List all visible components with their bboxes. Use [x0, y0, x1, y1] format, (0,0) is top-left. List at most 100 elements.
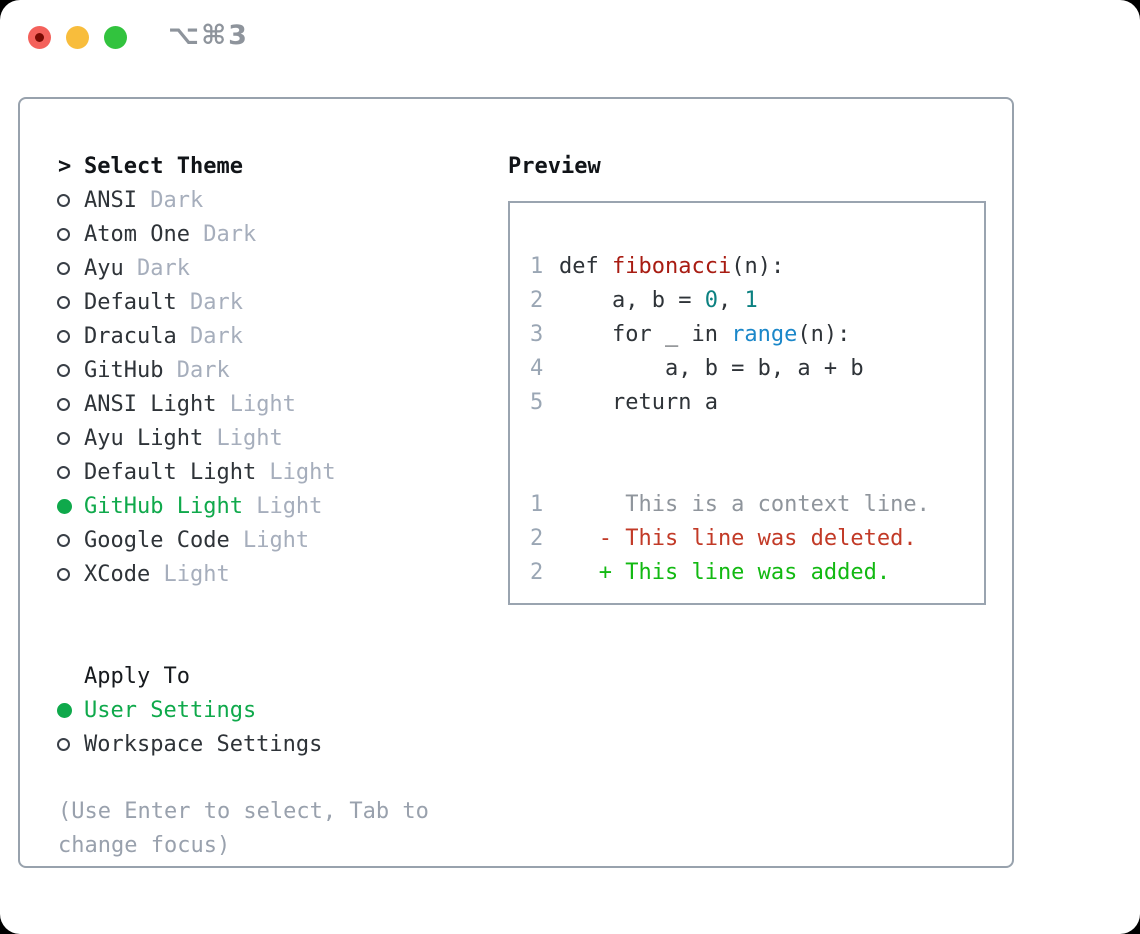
zoom-button[interactable] — [104, 26, 127, 49]
apply-to-name: User Settings — [84, 697, 257, 723]
diff-deleted-text: - This line was deleted. — [559, 525, 917, 551]
theme-name: ANSI Light — [84, 391, 217, 417]
token-plain: (n): — [731, 253, 785, 279]
radio-unselected-icon — [57, 193, 70, 207]
traffic-lights — [28, 26, 127, 49]
theme-name: GitHub — [84, 357, 164, 383]
radio-cell — [57, 465, 84, 479]
radio-cell — [57, 227, 84, 241]
theme-variant-badge: Light — [203, 425, 283, 451]
theme-option[interactable]: Ayu Dark — [57, 251, 488, 285]
diff-line: 2 + This line was added. — [530, 555, 984, 589]
token-builtin: range — [731, 321, 798, 347]
theme-name: Dracula — [84, 323, 177, 349]
theme-name: Google Code — [84, 527, 230, 553]
theme-variant-badge: Dark — [189, 221, 257, 247]
cursor-prefix: > — [58, 153, 72, 179]
theme-option[interactable]: Dracula Dark — [57, 319, 488, 353]
radio-cell — [57, 397, 84, 411]
theme-option[interactable]: Default Dark — [57, 285, 488, 319]
radio-cell — [57, 295, 84, 309]
radio-cell — [57, 431, 84, 445]
theme-name: ANSI — [84, 187, 137, 213]
theme-option[interactable]: GitHub Dark — [57, 353, 488, 387]
close-dot-icon — [35, 33, 44, 42]
code-content: return a — [559, 390, 718, 415]
theme-variant-badge: Light — [242, 493, 323, 519]
line-number: 2 — [530, 287, 544, 313]
apply-to-header: Apply To — [58, 659, 488, 693]
radio-unselected-icon — [57, 295, 70, 309]
code-line: 2 a, b = 0, 1 — [530, 283, 984, 317]
token-plain: (n): — [797, 321, 851, 347]
radio-cell — [57, 567, 84, 581]
radio-cell — [57, 533, 84, 547]
theme-option[interactable]: ANSI Dark — [57, 183, 488, 217]
theme-option[interactable]: GitHub Light Light — [57, 489, 488, 523]
window-shortcut-label: ⌥⌘3 — [168, 20, 249, 51]
radio-selected-icon — [57, 702, 72, 718]
theme-name: Ayu Light — [84, 425, 204, 451]
theme-variant-badge: Light — [229, 527, 310, 553]
theme-name: XCode — [84, 561, 151, 587]
apply-to-name: Workspace Settings — [84, 731, 323, 757]
radio-cell — [57, 193, 84, 207]
radio-unselected-icon — [57, 363, 70, 377]
token-plain: , — [717, 287, 745, 313]
theme-variant-badge: Dark — [123, 255, 190, 281]
code-line: 4 a, b = b, a + b — [530, 351, 984, 385]
theme-option[interactable]: Atom One Dark — [57, 217, 488, 251]
theme-option[interactable]: XCode Light — [57, 557, 488, 591]
theme-variant-badge: Dark — [176, 323, 243, 349]
token-function: fibonacci — [611, 253, 732, 279]
help-text: (Use Enter to select, Tab to change focu… — [58, 799, 429, 858]
minimize-button[interactable] — [66, 26, 89, 49]
diff-line: 2 - This line was deleted. — [530, 521, 984, 555]
code-content: def fibonacci(n): — [559, 254, 784, 279]
token-plain: a, b = — [559, 287, 705, 313]
theme-variant-badge: Light — [150, 561, 230, 587]
radio-unselected-icon — [57, 431, 70, 445]
line-number: 2 — [530, 559, 544, 585]
token-number: 0 — [704, 287, 718, 313]
preview-title: Preview — [508, 153, 601, 179]
theme-variant-badge: Dark — [136, 187, 204, 213]
code-diff-gap — [530, 419, 984, 487]
theme-name: Default — [84, 289, 177, 315]
token-plain: def — [559, 253, 612, 279]
apply-to-option[interactable]: Workspace Settings — [57, 727, 488, 761]
radio-cell — [57, 329, 84, 343]
close-button[interactable] — [28, 26, 51, 49]
line-number: 4 — [530, 355, 544, 381]
theme-name: GitHub Light — [84, 493, 243, 519]
section-spacer — [58, 591, 488, 659]
select-theme-header: > Select Theme — [58, 149, 488, 183]
select-theme-title: Select Theme — [84, 153, 243, 179]
theme-option[interactable]: Google Code Light — [57, 523, 488, 557]
radio-cell — [57, 737, 84, 751]
radio-unselected-icon — [57, 465, 70, 479]
theme-variant-badge: Light — [256, 459, 336, 485]
diff-line: 1 This is a context line. — [530, 487, 984, 521]
token-number: 1 — [744, 287, 758, 313]
radio-cell — [57, 498, 84, 514]
theme-name: Atom One — [84, 221, 190, 247]
theme-option[interactable]: Default Light Light — [57, 455, 488, 489]
radio-unselected-icon — [57, 261, 70, 275]
line-number: 5 — [530, 389, 544, 415]
titlebar: ⌥⌘3 — [0, 0, 1140, 97]
line-number: 2 — [530, 525, 544, 551]
code-content: a, b = b, a + b — [559, 356, 864, 381]
theme-option[interactable]: Ayu Light Light — [57, 421, 488, 455]
diff-added-text: + This line was added. — [559, 559, 891, 585]
theme-variant-badge: Light — [216, 391, 296, 417]
theme-option[interactable]: ANSI Light Light — [57, 387, 488, 421]
apply-to-option[interactable]: User Settings — [57, 693, 488, 727]
token-plain: a, b = b, a + b — [559, 355, 864, 381]
code-line: 5 return a — [530, 385, 984, 419]
